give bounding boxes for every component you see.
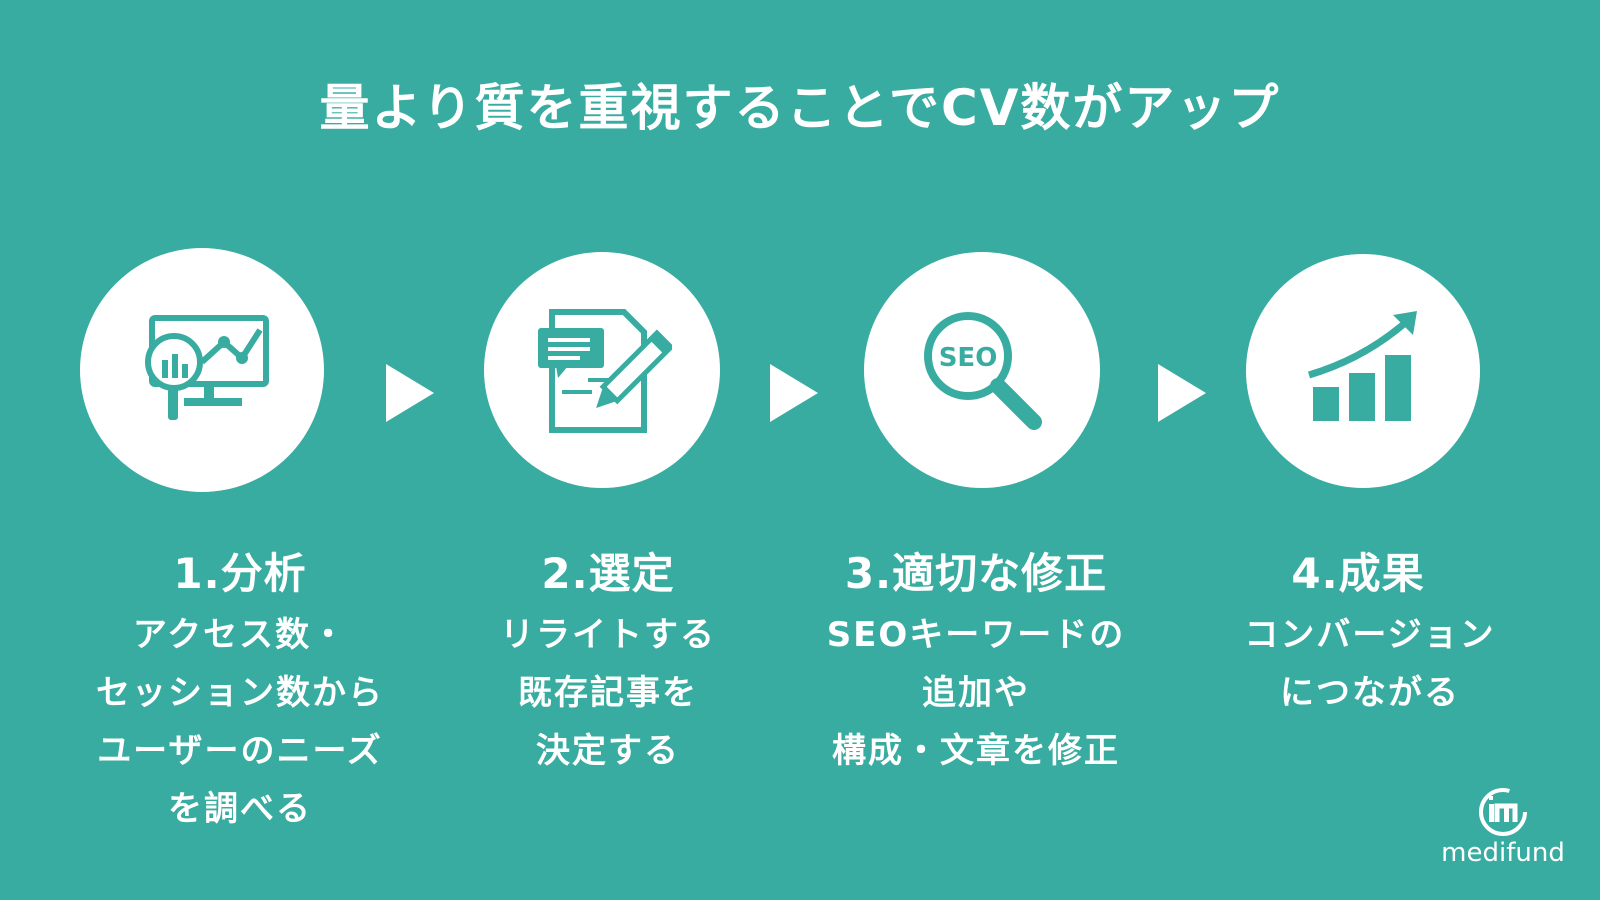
- brand-logo: medifund: [1440, 784, 1566, 868]
- step-2-title: 2.選定: [541, 549, 675, 598]
- arrow-right-icon: [386, 364, 434, 422]
- step-1-circle: [80, 248, 324, 492]
- step-1-title: 1.分析: [173, 549, 307, 598]
- step-4-description: コンバージョン につながる: [1200, 606, 1540, 722]
- step-3-line: 構成・文章を修正: [832, 731, 1120, 771]
- step-3-line: SEOキーワードの: [826, 615, 1126, 655]
- step-4-line: コンバージョン: [1244, 615, 1496, 655]
- step-1-description: アクセス数・ セッション数から ユーザーのニーズ を調べる: [70, 606, 410, 838]
- step-3-line: 追加や: [922, 673, 1030, 713]
- step-3-circle: SEO: [864, 252, 1100, 488]
- step-4-line: につながる: [1280, 673, 1460, 713]
- document-pencil-icon: [538, 309, 672, 433]
- step-3-title: 3.適切な修正: [844, 549, 1108, 598]
- step-4-title: 4.成果: [1291, 549, 1425, 598]
- step-1-line: ユーザーのニーズ: [97, 731, 383, 771]
- medifund-logo-icon: [1479, 788, 1527, 836]
- seo-icon-text: SEO: [939, 343, 998, 373]
- arrow-right-icon: [1158, 364, 1206, 422]
- step-2-description: リライトする 既存記事を 決定する: [438, 606, 778, 780]
- step-3-description: SEOキーワードの 追加や 構成・文章を修正: [806, 606, 1146, 780]
- growth-chart-icon: [1308, 311, 1417, 421]
- page-title: 量より質を重視することでCV数がアップ: [319, 79, 1281, 137]
- step-4-circle: [1246, 254, 1480, 488]
- step-1-line: を調べる: [168, 789, 312, 829]
- step-2-line: 既存記事を: [518, 673, 698, 713]
- step-1-line: アクセス数・: [132, 615, 348, 655]
- step-2-line: リライトする: [500, 615, 716, 655]
- step-2-circle: [484, 252, 720, 488]
- arrow-right-icon: [770, 364, 818, 422]
- step-1-line: セッション数から: [96, 673, 384, 713]
- step-2-line: 決定する: [536, 731, 680, 771]
- seo-magnifier-icon: SEO: [924, 312, 1042, 430]
- brand-name: medifund: [1441, 838, 1565, 868]
- analytics-monitor-magnifier-icon: [145, 315, 269, 420]
